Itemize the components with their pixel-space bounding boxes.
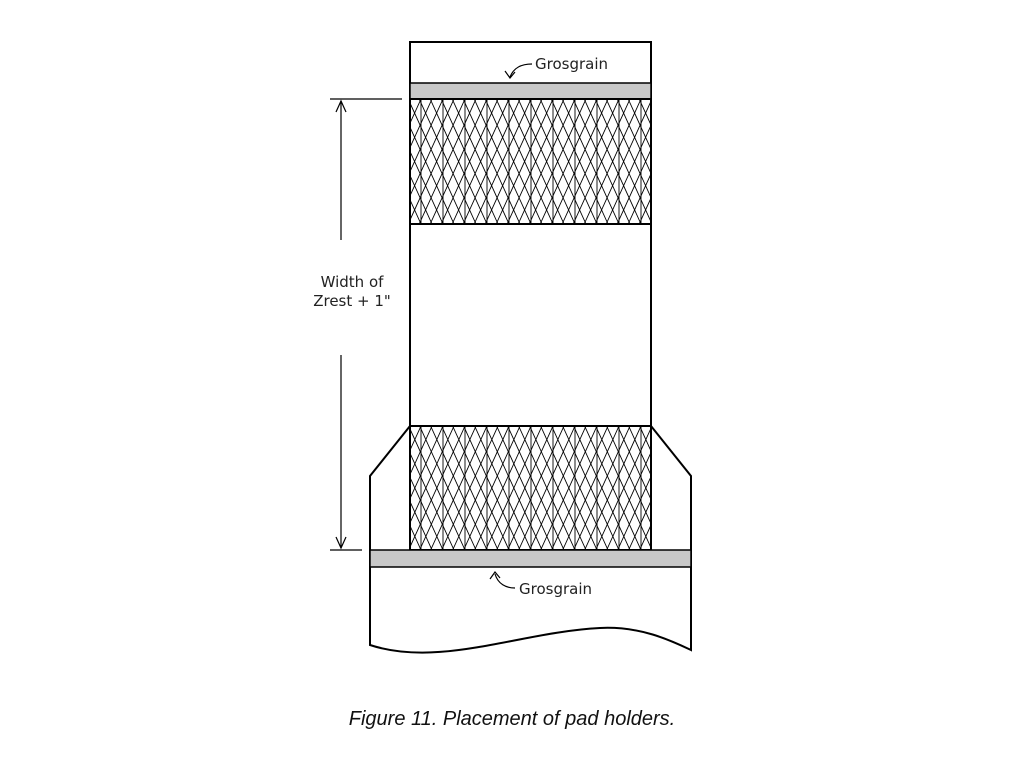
mesh-line: [662, 426, 718, 550]
mesh-line: [650, 426, 651, 428]
mesh-line: [410, 99, 422, 125]
mesh-line: [528, 99, 587, 224]
mesh-line: [506, 99, 565, 224]
leader-arrow-top: [509, 63, 533, 78]
mesh-line: [673, 426, 729, 550]
grosgrain-label-top: Grosgrain: [535, 55, 608, 73]
mesh-line: [410, 222, 411, 224]
mesh-line: [496, 426, 554, 550]
figure-caption: Figure 11. Placement of pad holders.: [348, 708, 676, 730]
mesh-line: [410, 426, 444, 500]
mesh-line: [332, 426, 388, 550]
mesh-line: [650, 548, 651, 550]
mesh-line: [507, 426, 565, 550]
lower-section-outline: [369, 425, 692, 654]
mesh-line: [606, 451, 651, 550]
mesh-line: [638, 99, 651, 127]
mesh-line: [627, 99, 651, 151]
mesh-line: [616, 148, 651, 224]
mesh-line: [662, 426, 718, 550]
mesh-line: [419, 426, 477, 550]
mesh-line: [628, 499, 651, 550]
mesh-line: [473, 99, 532, 224]
mesh-line: [638, 196, 651, 224]
mesh-line: [462, 99, 521, 224]
grosgrain-strip-bottom: [369, 549, 692, 568]
mesh-line: [649, 99, 651, 102]
mesh-line: [518, 426, 576, 550]
grosgrain-label-bottom: Grosgrain: [519, 580, 592, 598]
mesh-line: [673, 426, 729, 550]
mesh-line: [540, 426, 598, 550]
mesh-pad-holder-bottom: [332, 425, 729, 551]
mesh-line: [410, 548, 411, 550]
mesh-line: [639, 523, 651, 550]
mesh-line: [485, 426, 543, 550]
leader-arrow-bottom: [494, 573, 516, 589]
mesh-line: [572, 99, 631, 224]
mesh-line: [410, 426, 411, 428]
mesh-line: [474, 426, 532, 550]
mesh-line: [440, 99, 499, 224]
mesh-line: [562, 426, 620, 550]
mesh-line: [573, 426, 631, 550]
mesh-line: [430, 426, 488, 550]
mesh-line: [410, 99, 444, 173]
mesh-line: [410, 524, 422, 550]
mesh-line: [539, 99, 598, 224]
mesh-line: [410, 426, 466, 549]
mesh-line: [594, 100, 651, 224]
mesh-line: [529, 426, 587, 550]
mesh-line: [331, 99, 388, 224]
mesh-pad-holder-top: [331, 98, 729, 225]
mesh-line: [463, 426, 521, 550]
dimension-indicator: [330, 98, 402, 551]
mesh-line: [617, 475, 651, 550]
mesh-line: [331, 99, 388, 224]
mesh-line: [551, 426, 609, 550]
mesh-line: [418, 99, 477, 224]
mesh-line: [410, 99, 433, 149]
mesh-line: [410, 500, 433, 550]
mesh-line: [561, 99, 620, 224]
mesh-line: [342, 99, 399, 224]
mesh-line: [451, 99, 510, 224]
mesh-line: [410, 198, 422, 224]
mesh-line: [661, 99, 718, 224]
dimension-label-line1: Width of: [321, 273, 385, 291]
mesh-line: [410, 99, 411, 101]
mesh-line: [452, 426, 510, 550]
mesh-line: [595, 427, 651, 550]
mesh-line: [672, 99, 729, 224]
mesh-line: [639, 426, 651, 453]
mesh-line: [628, 426, 651, 477]
mesh-line: [484, 99, 543, 224]
mesh-line: [517, 99, 576, 224]
mesh-line: [627, 172, 651, 224]
mesh-line: [649, 221, 651, 224]
mesh-line: [410, 99, 455, 197]
mesh-line: [332, 426, 388, 550]
mesh-line: [429, 99, 488, 224]
mesh-line: [584, 426, 642, 550]
mesh-line: [410, 174, 433, 224]
mesh-line: [495, 99, 554, 224]
mesh-line: [410, 426, 433, 476]
mesh-line: [410, 426, 422, 452]
mesh-line: [672, 99, 729, 224]
mesh-line: [410, 426, 455, 524]
mesh-line: [441, 426, 499, 550]
mesh-line: [410, 99, 466, 222]
mesh-line: [661, 99, 718, 224]
mesh-line: [550, 99, 609, 224]
grosgrain-strip-top: [409, 82, 652, 100]
mesh-line: [583, 99, 642, 224]
mesh-line: [605, 124, 651, 224]
mesh-line: [342, 99, 399, 224]
dimension-label-line2: Zrest + 1": [313, 292, 391, 310]
